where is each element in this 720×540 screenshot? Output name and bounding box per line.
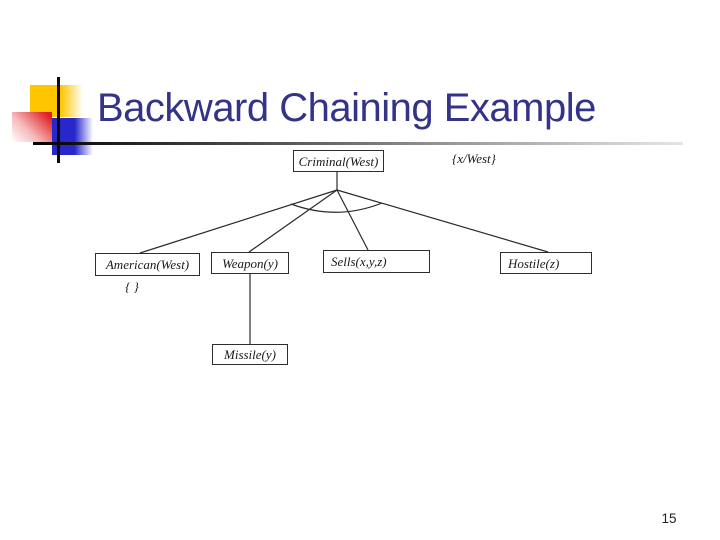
connector-to-hostile [336, 189, 549, 253]
node-criminal: Criminal(West) [293, 150, 384, 172]
substitution-label-x-west: {x/West} [452, 151, 496, 166]
node-american: American(West) [95, 253, 200, 276]
node-hostile: Hostile(z) [500, 252, 592, 274]
page-number: 15 [661, 511, 677, 526]
and-arc [290, 202, 383, 213]
connector-to-sells [336, 189, 369, 251]
connector-to-american [139, 189, 338, 254]
substitution-label-empty: { } [125, 279, 139, 294]
decoration-red-square [12, 112, 52, 142]
connector-to-weapon [248, 189, 338, 253]
title-underline-rule [33, 142, 683, 145]
node-sells: Sells(x,y,z) [323, 250, 430, 273]
decoration-vertical-line [57, 77, 60, 163]
slide-title: Backward Chaining Example [97, 86, 596, 130]
node-weapon: Weapon(y) [211, 252, 289, 274]
node-missile: Missile(y) [212, 344, 288, 365]
decoration-yellow-square [30, 85, 83, 117]
